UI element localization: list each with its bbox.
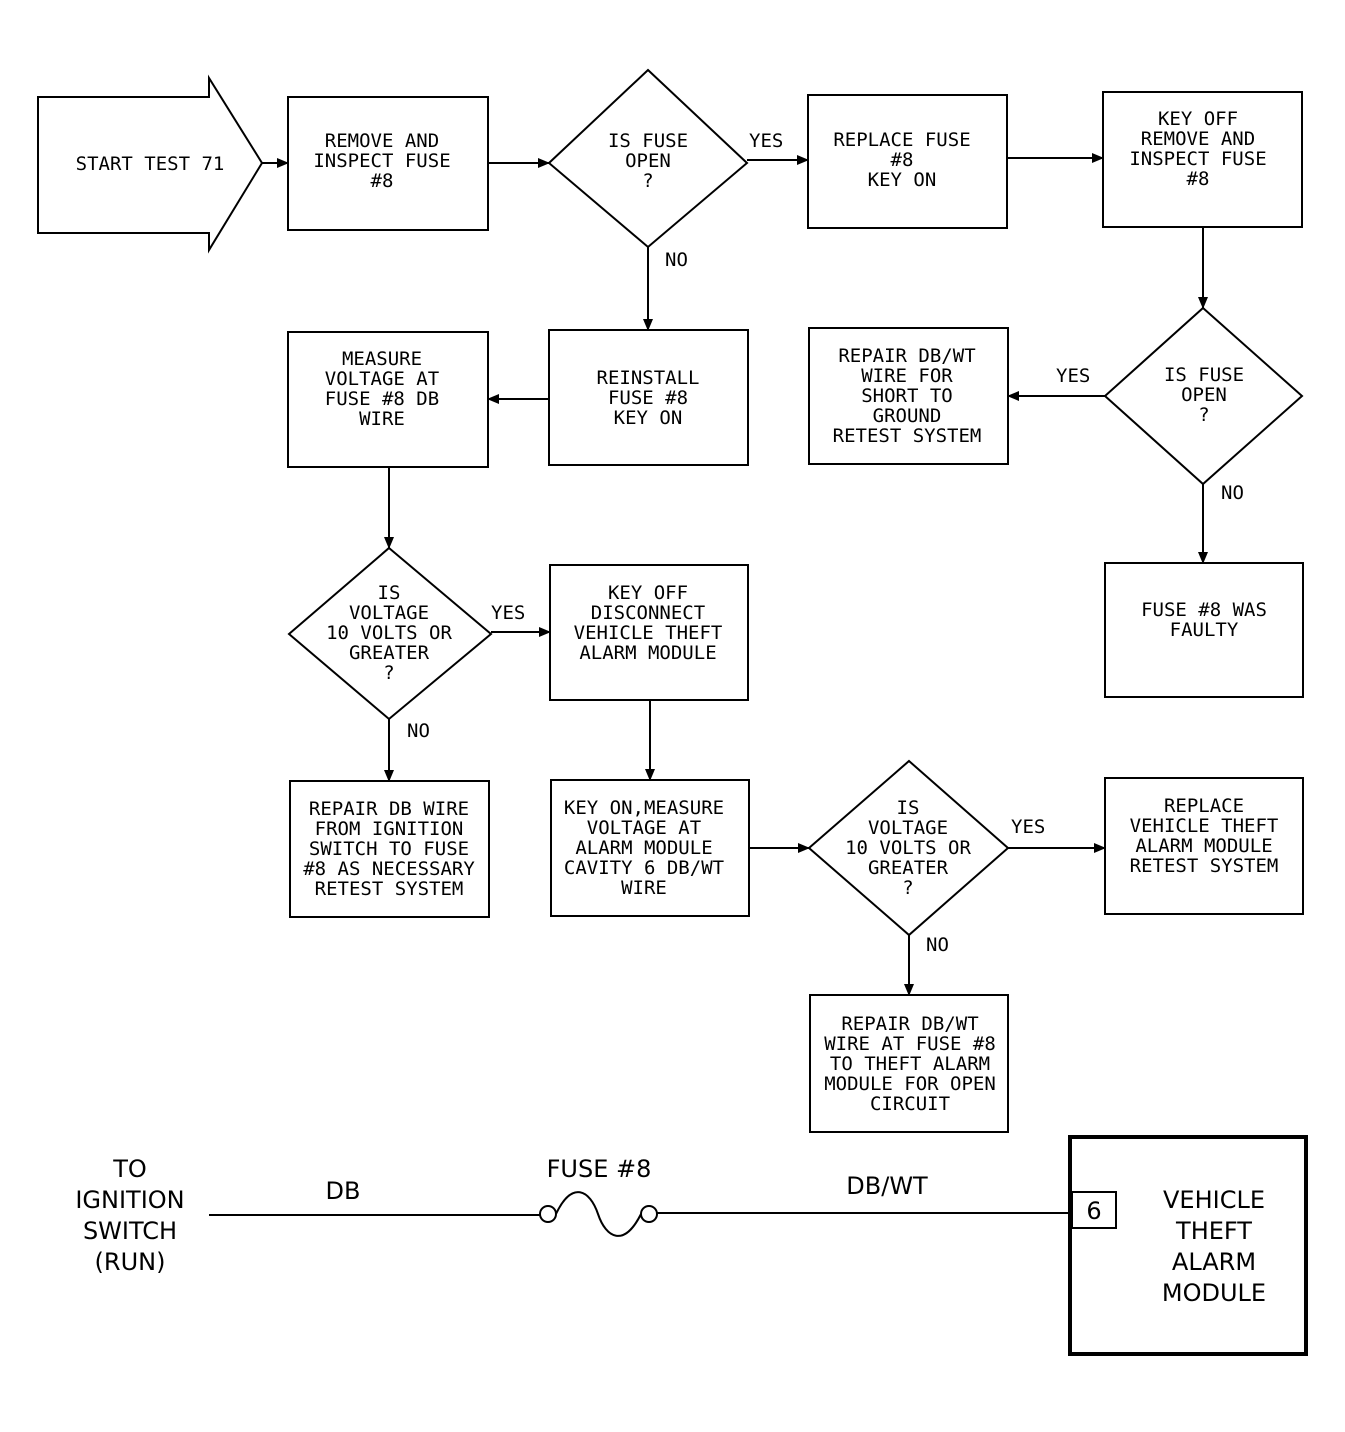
theft-alarm-module-box xyxy=(1068,1135,1308,1356)
d4-no-label: NO xyxy=(926,934,949,956)
repair-db-box xyxy=(289,780,490,918)
d3-no-label: NO xyxy=(407,720,430,742)
d4-yes-label: YES xyxy=(1011,816,1045,838)
wire-db-label: DB xyxy=(326,1177,361,1205)
cavity-number: 6 xyxy=(1086,1197,1101,1225)
d2-yes-label: YES xyxy=(1056,365,1090,387)
repair-open-box xyxy=(809,994,1009,1133)
cavity-box xyxy=(1071,1191,1117,1229)
repair-short-box xyxy=(808,327,1009,465)
d3-yes-label: YES xyxy=(491,602,525,624)
d1-no-label: NO xyxy=(665,249,688,271)
replace-fuse-box xyxy=(807,94,1008,229)
keyon-measure-box xyxy=(550,779,750,917)
fuse-terminal-left xyxy=(539,1205,557,1223)
remove-inspect-box xyxy=(287,96,489,231)
reinstall-box xyxy=(548,329,749,466)
start-arrow-shape xyxy=(37,74,264,254)
fuse-icon xyxy=(555,1191,642,1237)
keyoff-disconnect-box xyxy=(549,564,749,701)
fuse-terminal-right xyxy=(640,1205,658,1223)
d2-no-label: NO xyxy=(1221,482,1244,504)
d1-yes-label: YES xyxy=(749,130,783,152)
fuse-label: FUSE #8 xyxy=(547,1155,652,1183)
wire-db-wt-label: DB/WT xyxy=(846,1172,928,1200)
replace-module-box xyxy=(1104,777,1304,915)
start-label: START TEST 71 xyxy=(76,153,225,175)
